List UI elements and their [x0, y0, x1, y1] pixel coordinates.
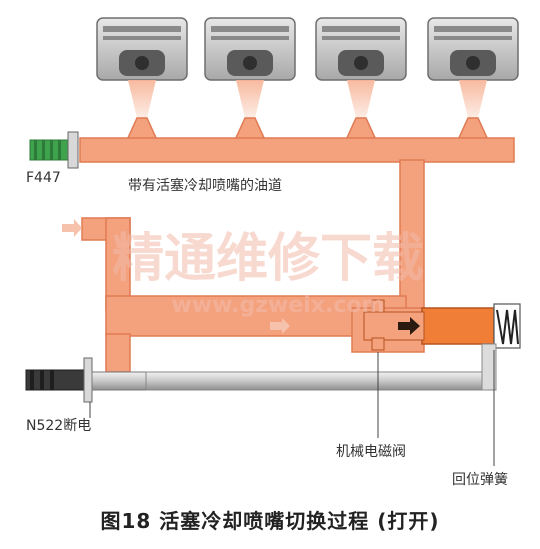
spray-4 [459, 80, 487, 118]
n522-solenoid [25, 357, 147, 403]
oil-sprays [128, 80, 487, 118]
piston-4 [427, 17, 519, 81]
spray-2 [236, 80, 264, 118]
label-oil-channel: 带有活塞冷却喷嘴的油道 [128, 177, 282, 194]
control-rod [145, 343, 497, 391]
valve-direction-arrow [398, 317, 420, 335]
piston-1 [96, 17, 188, 81]
label-return-spring: 回位弹簧 [452, 472, 508, 488]
flow-arrow-bottom [270, 318, 290, 334]
label-mechanical-valve: 机械电磁阀 [336, 444, 406, 460]
piston-3 [315, 17, 407, 81]
label-f447: F447 [26, 170, 61, 186]
valve-housing [363, 299, 521, 351]
inlet-arrow [62, 219, 82, 237]
spray-3 [347, 80, 375, 118]
f447-sensor [29, 131, 79, 169]
piston-2 [204, 17, 296, 81]
spray-1 [128, 80, 156, 118]
return-spring [493, 303, 521, 349]
watermark-title: 精通维修下载 [112, 229, 424, 289]
label-n522: N522断电 [26, 418, 91, 434]
watermark-url: www.gzweix.com [172, 293, 385, 318]
leader-lines [89, 350, 495, 466]
watermark: 精通维修下载 www.gzweix.com [112, 229, 424, 318]
figure-caption: 图18 活塞冷却喷嘴切换过程 (打开) [100, 509, 440, 533]
pistons [96, 17, 519, 81]
flow-arrows [62, 219, 290, 334]
